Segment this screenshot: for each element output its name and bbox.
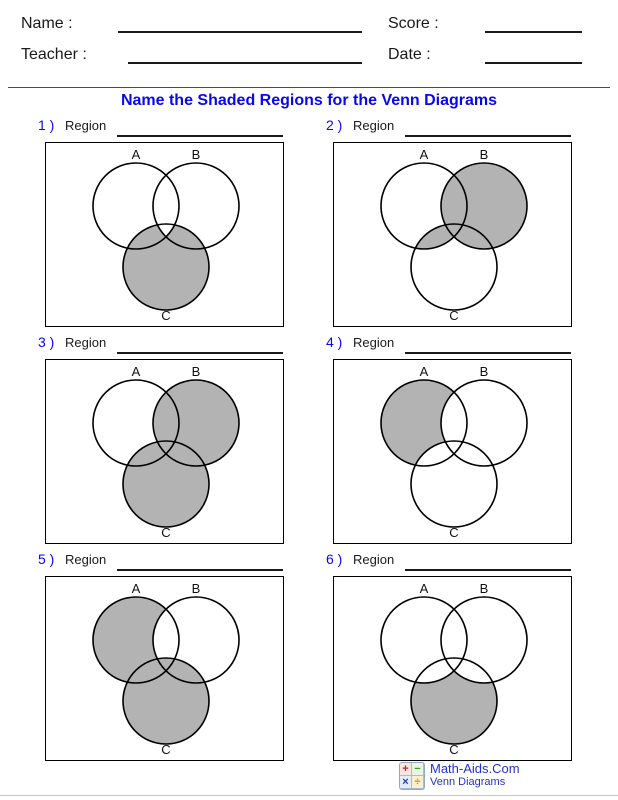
region-answer-blank (405, 352, 571, 354)
worksheet-subject: Venn Diagrams (430, 776, 506, 788)
venn-diagram-box: A B C (333, 359, 572, 544)
math-aids-logo: + − × ÷ (399, 762, 425, 790)
name-label: Name : (21, 15, 73, 32)
region-answer-blank (117, 352, 283, 354)
problem-4: 4 ) Region A B C (326, 334, 572, 546)
venn-diagram-box: A B C (333, 576, 572, 761)
set-label-b: B (192, 364, 201, 379)
score-label: Score : (388, 15, 439, 32)
set-label-c: C (161, 308, 170, 323)
set-label-b: B (192, 147, 201, 162)
site-link[interactable]: Math-Aids.Com (430, 761, 520, 776)
set-label-c: C (449, 308, 458, 323)
region-prompt: Region (353, 552, 395, 567)
problem-2: 2 ) Region A B C (326, 117, 572, 329)
problem-3: 3 ) Region A B C (38, 334, 284, 546)
set-label-a: A (132, 147, 141, 162)
teacher-label: Teacher : (21, 46, 87, 63)
set-label-b: B (480, 581, 489, 596)
set-label-a: A (420, 364, 429, 379)
minus-icon: − (412, 763, 423, 775)
set-label-c: C (161, 742, 170, 757)
problem-6: 6 ) Region A B C (326, 551, 572, 763)
set-label-a: A (420, 147, 429, 162)
region-answer-blank (405, 569, 571, 571)
venn-diagram-box: A B C (45, 359, 284, 544)
page-bottom-rule (0, 795, 618, 796)
teacher-blank (128, 62, 362, 64)
set-label-c: C (161, 525, 170, 540)
problem-5: 5 ) Region A B C (38, 551, 284, 763)
divide-icon: ÷ (412, 776, 423, 788)
region-answer-blank (117, 569, 283, 571)
set-label-b: B (480, 147, 489, 162)
plus-icon: + (400, 763, 411, 775)
venn-diagram-box: A B C (333, 142, 572, 327)
set-label-b: B (192, 581, 201, 596)
region-prompt: Region (65, 335, 107, 350)
date-label: Date : (388, 46, 431, 63)
region-prompt: Region (65, 118, 107, 133)
venn-diagram-box: A B C (45, 576, 284, 761)
set-label-c: C (449, 525, 458, 540)
problem-number: 6 ) (326, 551, 343, 567)
problem-number: 4 ) (326, 334, 343, 350)
page-title: Name the Shaded Regions for the Venn Dia… (120, 92, 498, 109)
multiply-icon: × (400, 776, 411, 788)
region-prompt: Region (65, 552, 107, 567)
problem-number: 5 ) (38, 551, 55, 567)
problem-number: 2 ) (326, 117, 343, 133)
region-answer-blank (117, 135, 283, 137)
date-blank (485, 62, 582, 64)
region-answer-blank (405, 135, 571, 137)
name-blank (118, 31, 362, 33)
problem-1: 1 ) Region A B C (38, 117, 284, 329)
region-prompt: Region (353, 335, 395, 350)
set-label-c: C (449, 742, 458, 757)
problem-number: 1 ) (38, 117, 55, 133)
set-label-a: A (132, 364, 141, 379)
set-label-b: B (480, 364, 489, 379)
score-blank (485, 31, 582, 33)
set-label-a: A (420, 581, 429, 596)
region-prompt: Region (353, 118, 395, 133)
problem-number: 3 ) (38, 334, 55, 350)
venn-diagram-box: A B C (45, 142, 284, 327)
header-divider (8, 87, 610, 88)
set-label-a: A (132, 581, 141, 596)
